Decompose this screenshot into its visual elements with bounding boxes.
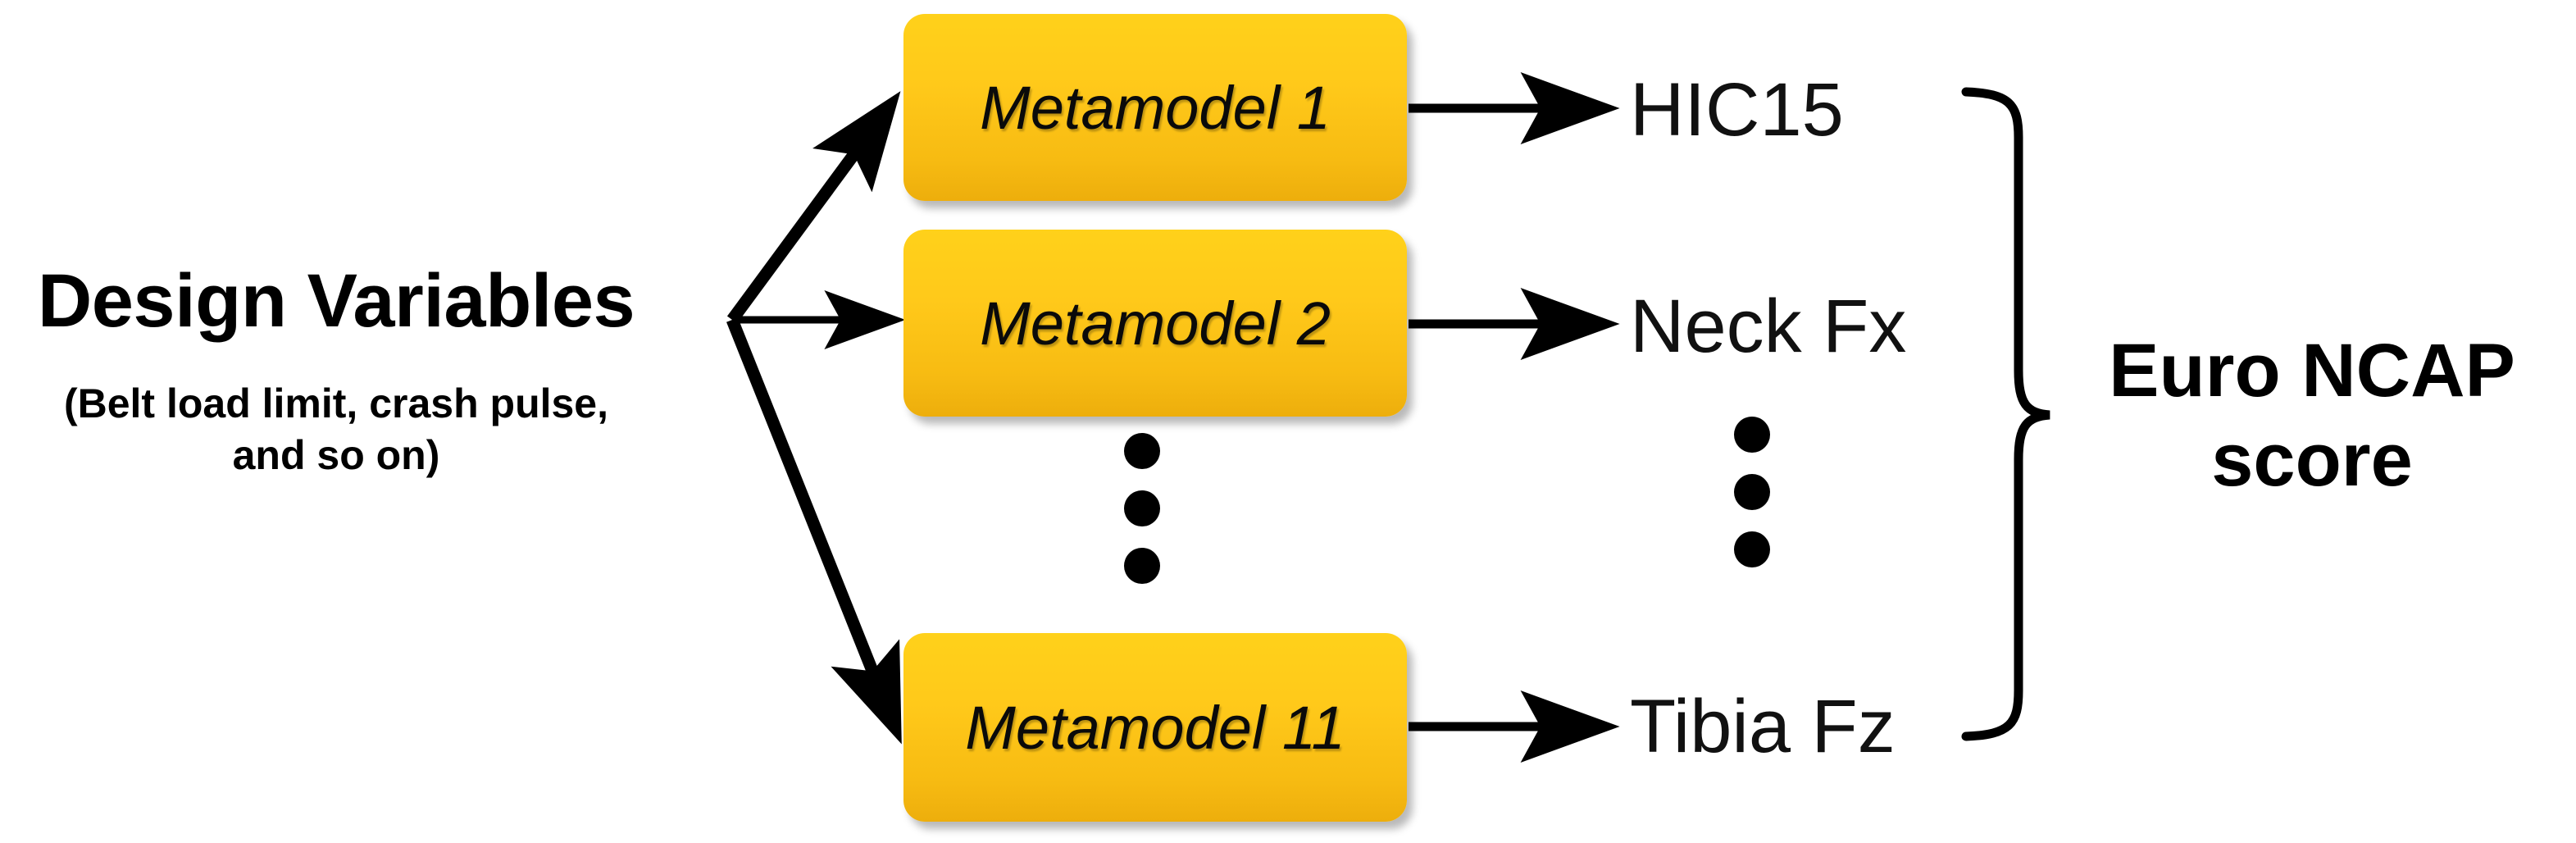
design-variables-subtitle-line1: (Belt load limit, crash pulse, xyxy=(63,380,609,427)
arrow-inputs-to-metamodel-11 xyxy=(726,317,902,745)
euro-ncap-score-block: Euro NCAP score xyxy=(2066,326,2558,504)
output-vertical-ellipsis-icon xyxy=(1734,417,1770,567)
ellipsis-dot xyxy=(1734,417,1770,453)
euro-ncap-score-line1: Euro NCAP xyxy=(2109,329,2515,412)
metamodel-vertical-ellipsis-icon xyxy=(1124,433,1160,584)
metamodel-box-1-label: Metamodel 1 xyxy=(980,73,1331,142)
metamodel-box-1[interactable]: Metamodel 1 xyxy=(903,14,1407,201)
design-variables-title: Design Variables xyxy=(37,259,635,343)
metamodel-box-3[interactable]: Metamodel 11 xyxy=(903,633,1407,822)
ellipsis-dot xyxy=(1734,474,1770,510)
ellipsis-dot xyxy=(1124,490,1160,526)
design-variables-subtitle-line2: and so on) xyxy=(232,431,440,478)
euro-ncap-score-line2: score xyxy=(2211,417,2413,502)
metamodel-box-2[interactable]: Metamodel 2 xyxy=(903,230,1407,417)
design-variables-subtitle: (Belt load limit, crash pulse, and so on… xyxy=(0,378,672,481)
output-label-tibia-fz: Tibia Fz xyxy=(1630,685,1896,768)
metamodel-box-2-label: Metamodel 2 xyxy=(980,289,1331,358)
ellipsis-dot xyxy=(1124,548,1160,584)
metamodel-box-3-label: Metamodel 11 xyxy=(965,693,1345,762)
output-label-neck-fx: Neck Fx xyxy=(1630,285,1907,368)
output-label-hic15: HIC15 xyxy=(1630,68,1844,152)
design-variables-block: Design Variables (Belt load limit, crash… xyxy=(0,259,672,481)
ellipsis-dot xyxy=(1124,433,1160,469)
arrow-inputs-to-metamodel-1 xyxy=(726,91,901,324)
ellipsis-dot xyxy=(1734,531,1770,567)
right-curly-brace-icon xyxy=(1961,87,2050,741)
